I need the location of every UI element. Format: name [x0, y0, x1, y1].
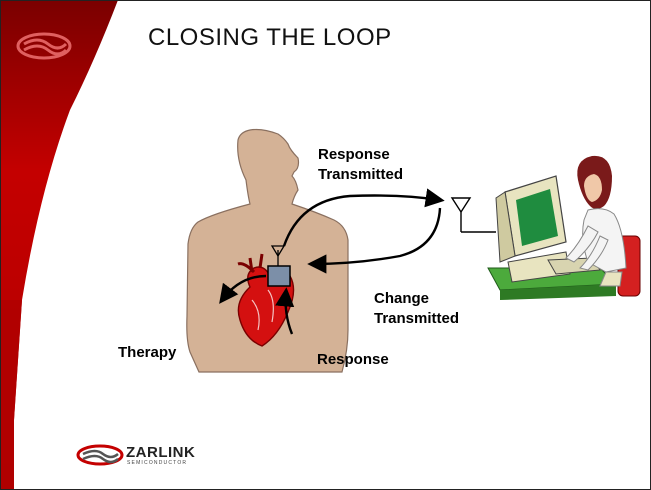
label-therapy: Therapy — [118, 344, 177, 361]
logo-sub-text: SEMICONDUCTOR — [127, 460, 188, 466]
banner-logo-icon — [16, 32, 72, 60]
label-response-transmitted: Response Transmitted — [318, 145, 403, 185]
arrow-therapy — [219, 274, 267, 304]
label-response-transmitted-line2: Transmitted — [318, 166, 404, 183]
label-change-transmitted-line2: Transmitted — [374, 310, 460, 327]
arrow-response-transmitted — [282, 188, 445, 247]
label-response: Response — [317, 351, 389, 368]
zarlink-logo-icon — [76, 444, 124, 466]
logo-brand-text: ZARLINK — [126, 444, 196, 461]
computer-icon — [487, 155, 641, 300]
slide-title: CLOSING THE LOOP — [148, 24, 392, 51]
label-change-transmitted: Change Transmitted — [374, 289, 459, 329]
label-change-transmitted-line1: Change — [374, 290, 430, 307]
pacemaker-icon — [267, 245, 291, 287]
arrow-change-transmitted — [307, 207, 442, 274]
antenna-icon — [450, 197, 496, 233]
label-response-transmitted-line1: Response — [318, 146, 390, 163]
loop-arrows — [219, 188, 445, 335]
human-body — [186, 128, 349, 373]
left-banner — [0, 0, 118, 490]
arrow-response — [275, 287, 295, 335]
